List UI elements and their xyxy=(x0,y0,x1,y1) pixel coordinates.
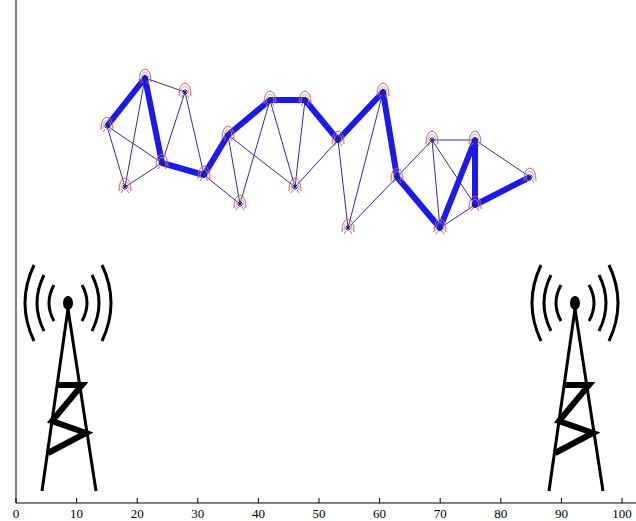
axis-tick-label: 80 xyxy=(494,507,507,520)
axis-ticks xyxy=(16,498,622,503)
axis-tick-label: 50 xyxy=(313,507,326,520)
axis-tick-label: 10 xyxy=(70,507,83,520)
sensor-nodes xyxy=(101,69,536,234)
axis-tick-label: 30 xyxy=(191,507,204,520)
axis-tick-label: 20 xyxy=(131,507,144,520)
axis-tick-label: 40 xyxy=(252,507,265,520)
left-tower xyxy=(25,265,111,491)
axis-tick-label: 60 xyxy=(373,507,386,520)
network-links xyxy=(107,78,530,228)
right-tower xyxy=(532,265,618,491)
y-axis xyxy=(16,0,17,503)
x-axis xyxy=(16,503,636,504)
axis-tick-label: 90 xyxy=(555,507,568,520)
axis-tick-label: 100 xyxy=(612,507,632,520)
axis-tick-label: 0 xyxy=(13,507,20,520)
axis-tick-label: 70 xyxy=(434,507,447,520)
routing-path xyxy=(107,78,530,228)
